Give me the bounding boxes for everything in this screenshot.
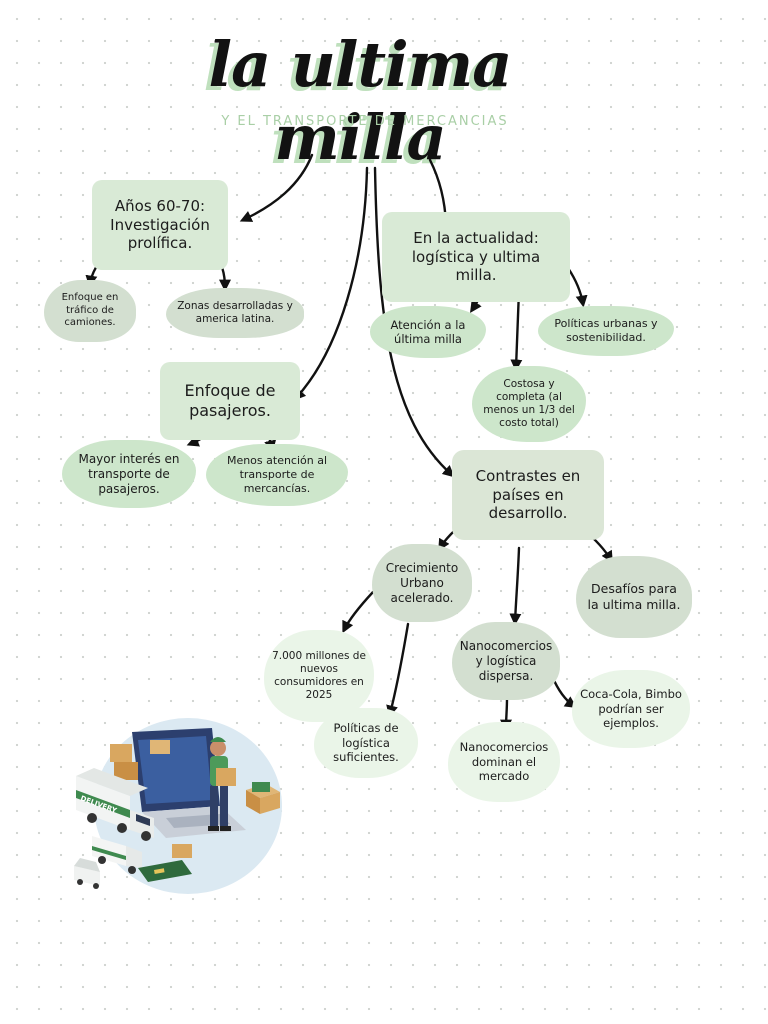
delivery-truck-icon: DELIVERY	[76, 768, 154, 841]
node-mayor-interes: Mayor interés en transporte de pasajeros…	[62, 440, 196, 508]
arrow-crecimiento-to-millones	[342, 590, 375, 634]
node-desafios: Desafíos para la ultima milla.	[576, 556, 692, 638]
credit-card-icon	[138, 860, 192, 882]
node-politicas-urbanas: Políticas urbanas y sostenibilidad.	[538, 306, 674, 356]
parcel-icon	[246, 782, 280, 814]
node-atencion-ultima-milla: Atención a la última milla	[370, 306, 486, 358]
delivery-illustration: DELIVERY	[74, 718, 282, 894]
arrow-title-to-pasajeros	[293, 166, 369, 401]
node-7000-millones: 7.000 millones de nuevos consumidores en…	[264, 630, 374, 722]
node-nanocomercios-logistica: Nanocomercios y logística dispersa.	[452, 622, 560, 700]
arrow-crecimiento-to-politicas	[386, 622, 410, 718]
node-crecimiento-urbano: Crecimiento Urbano acelerado.	[372, 544, 472, 622]
small-car-icon	[74, 858, 100, 889]
courier-person-icon	[208, 737, 236, 831]
diagram-title: la ultima milla	[208, 28, 513, 174]
node-enfoque-pasajeros: Enfoque de pasajeros.	[160, 362, 300, 440]
arrow-actualidad-to-politicas	[566, 266, 588, 308]
node-cocacola-bimbo: Coca-Cola, Bimbo podrían ser ejemplos.	[572, 670, 690, 748]
arrow-title-to-anos	[239, 153, 314, 222]
node-anos-60-70: Años 60-70: Investigación prolífica.	[92, 180, 228, 270]
diagram-subtitle: Y EL TRANSPORTE DE MERCANCIAS	[221, 114, 509, 129]
node-actualidad: En la actualidad: logística y ultima mil…	[382, 212, 570, 302]
arrow-title-to-contrastes	[373, 166, 455, 478]
node-contrastes: Contrastes en países en desarrollo.	[452, 450, 604, 540]
node-enfoque-trafico: Enfoque en tráfico de camiones.	[44, 280, 136, 342]
boxes-icon	[110, 740, 192, 858]
node-menos-atencion: Menos atención al transporte de mercancí…	[206, 444, 348, 506]
arrow-contrastes-to-nanocomercios	[509, 546, 522, 626]
node-zonas-desarrolladas: Zonas desarrolladas y america latina.	[166, 288, 304, 338]
node-costosa: Costosa y completa (al menos un 1/3 del …	[472, 366, 586, 442]
node-nanocomercios-dominan: Nanocomercios dominan el mercado	[448, 722, 560, 802]
delivery-van-icon	[92, 836, 142, 874]
node-politicas-logistica: Políticas de logística suficientes.	[314, 708, 418, 778]
